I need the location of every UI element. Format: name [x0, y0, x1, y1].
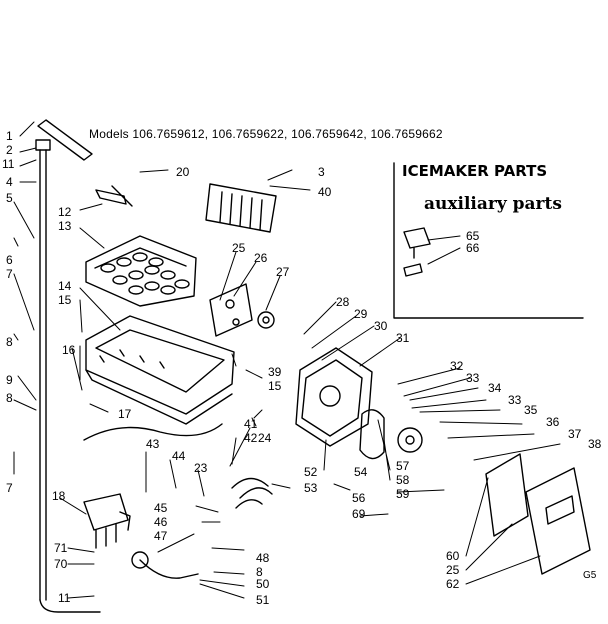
rod-bottom: [39, 599, 101, 613]
mounting-plate: [485, 453, 529, 537]
callout-54: 54: [354, 465, 368, 479]
callout-58: 58: [396, 473, 410, 487]
callout-71: 71: [54, 541, 68, 555]
callout-4: 4: [6, 175, 13, 189]
callout-23: 23: [194, 461, 208, 475]
figure-code: G5: [583, 570, 597, 581]
callout-24: 24: [258, 431, 272, 445]
callout-44: 44: [172, 449, 186, 463]
callout-41: 41: [244, 417, 258, 431]
callout-52: 52: [304, 465, 318, 479]
callout-65: 65: [466, 229, 480, 243]
callout-1: 1: [6, 129, 13, 143]
callout-56: 56: [352, 491, 366, 505]
callout-labels: 1 2 11 4 5 6 7 8 9 8 7 12 13 14 15 16 17…: [2, 129, 602, 607]
callout-31: 31: [396, 331, 410, 345]
motor: [359, 409, 385, 460]
callout-3: 3: [318, 165, 325, 179]
aux-valve: [403, 227, 431, 259]
callout-18: 18: [52, 489, 66, 503]
callout-12: 12: [58, 205, 72, 219]
callout-16: 16: [62, 343, 76, 357]
callout-35: 35: [524, 403, 538, 417]
callout-48: 48: [256, 551, 270, 565]
callout-70: 70: [54, 557, 68, 571]
diagram-subtitle: auxiliary parts: [424, 194, 562, 214]
tube-rod: [39, 149, 47, 601]
callout-8c: 8: [256, 565, 263, 579]
ice-tray: [85, 235, 197, 307]
callout-9: 9: [6, 373, 13, 387]
callout-50: 50: [256, 577, 270, 591]
callout-13: 13: [58, 219, 72, 233]
callout-42: 42: [244, 431, 258, 445]
callout-29: 29: [354, 307, 368, 321]
callout-6: 6: [6, 253, 13, 267]
leader-lines: [13, 121, 561, 599]
callout-51: 51: [256, 593, 270, 607]
callout-60: 60: [446, 549, 460, 563]
fill-tube: [37, 119, 93, 161]
wire-harness: [231, 477, 273, 509]
control-housing: [295, 347, 373, 447]
callout-15b: 15: [268, 379, 282, 393]
water-valve: [83, 493, 129, 531]
callout-39: 39: [268, 365, 282, 379]
callout-57: 57: [396, 459, 410, 473]
diagram-title: ICEMAKER PARTS: [402, 162, 548, 180]
callout-69: 69: [352, 507, 366, 521]
mold-body: [85, 315, 235, 415]
inlet-tube: [139, 559, 199, 579]
callout-34: 34: [488, 381, 502, 395]
support-plate: [209, 283, 253, 337]
callout-14: 14: [58, 279, 72, 293]
auxiliary-box-frame: [393, 162, 584, 319]
models-line: Models 106.7659612, 106.7659622, 106.765…: [89, 127, 443, 141]
callout-45: 45: [154, 501, 168, 515]
callout-5: 5: [6, 191, 13, 205]
callout-27: 27: [276, 265, 290, 279]
callout-26: 26: [254, 251, 268, 265]
callout-17: 17: [118, 407, 132, 421]
callout-25a: 25: [232, 241, 246, 255]
callout-33b: 33: [508, 393, 522, 407]
callout-66: 66: [466, 241, 480, 255]
callout-53: 53: [304, 481, 318, 495]
tube-clip-1: [35, 139, 51, 151]
callout-25b: 25: [446, 563, 460, 577]
callout-8b: 8: [6, 391, 13, 405]
callout-11a: 11: [2, 157, 15, 171]
callout-8a: 8: [6, 335, 13, 349]
callout-11b: 11: [58, 591, 71, 605]
callout-43: 43: [146, 437, 160, 451]
drive-gear: [257, 311, 275, 329]
callout-38: 38: [588, 437, 602, 451]
bail-arm: [95, 185, 133, 207]
heater-shield: [205, 183, 277, 233]
callout-33a: 33: [466, 371, 480, 385]
callout-59: 59: [396, 487, 410, 501]
callout-15a: 15: [58, 293, 72, 307]
callout-28: 28: [336, 295, 350, 309]
callout-62: 62: [446, 577, 460, 591]
tray-cups: [100, 252, 190, 295]
callout-37: 37: [568, 427, 582, 441]
callout-36: 36: [546, 415, 560, 429]
callout-46: 46: [154, 515, 168, 529]
callout-47: 47: [154, 529, 168, 543]
callout-32: 32: [450, 359, 464, 373]
power-cord: [83, 423, 223, 441]
callout-40: 40: [318, 185, 332, 199]
callout-2: 2: [6, 143, 13, 157]
front-cover: [525, 467, 591, 575]
callout-7a: 7: [6, 267, 13, 281]
callout-20: 20: [176, 165, 190, 179]
callout-7b: 7: [6, 481, 13, 495]
callout-30: 30: [374, 319, 388, 333]
